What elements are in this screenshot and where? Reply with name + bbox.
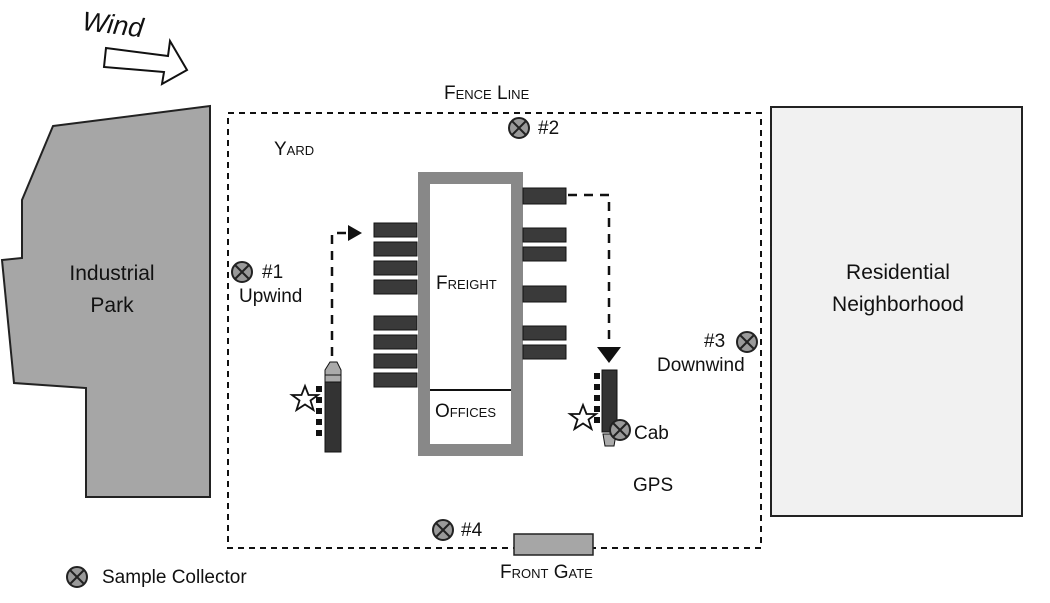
cab-label: Cab <box>634 423 669 444</box>
sample-collector-2-icon <box>508 117 530 139</box>
truck-route-right <box>568 193 621 363</box>
truck-route-left <box>330 225 362 356</box>
wind-arrow-icon <box>102 37 189 86</box>
sample-collector-3-id: #3 <box>704 331 726 352</box>
gps-label: GPS <box>633 475 674 496</box>
sample-collector-1-icon <box>231 261 253 283</box>
loading-docks-left <box>373 222 418 388</box>
loading-docks-right <box>522 187 567 360</box>
sample-collector-4-icon <box>432 519 454 541</box>
legend-sample-collector-icon <box>66 566 88 588</box>
gps-unit-right-icon <box>567 402 599 432</box>
sample-collector-3-desc: Downwind <box>657 355 745 376</box>
freight-label: Freight <box>436 273 497 294</box>
gps-unit-left-icon <box>289 383 321 413</box>
offices-label: Offices <box>435 401 497 422</box>
residential-neighborhood-area <box>770 106 1023 517</box>
residential-neighborhood-label: Residential Neighborhood <box>832 261 964 316</box>
sample-collector-2-id: #2 <box>538 118 560 139</box>
industrial-park-area <box>0 104 211 498</box>
sample-collector-cab-icon <box>609 419 631 441</box>
industrial-park-label: Industrial Park <box>69 262 155 317</box>
front-gate-label: Front Gate <box>500 562 593 583</box>
truck-right <box>594 369 618 447</box>
freight-building <box>418 172 523 456</box>
sample-collector-3-icon <box>736 331 758 353</box>
fence-line-label: Fence Line <box>444 83 530 104</box>
fence-line <box>227 112 762 549</box>
front-gate <box>513 533 594 556</box>
legend-label: Sample Collector <box>102 567 247 588</box>
yard-label: Yard <box>274 139 315 160</box>
truck-left <box>316 361 342 453</box>
sample-collector-1-desc: Upwind <box>239 286 303 307</box>
sample-collector-1-id: #1 <box>262 262 284 283</box>
sample-collector-4-id: #4 <box>461 520 483 541</box>
